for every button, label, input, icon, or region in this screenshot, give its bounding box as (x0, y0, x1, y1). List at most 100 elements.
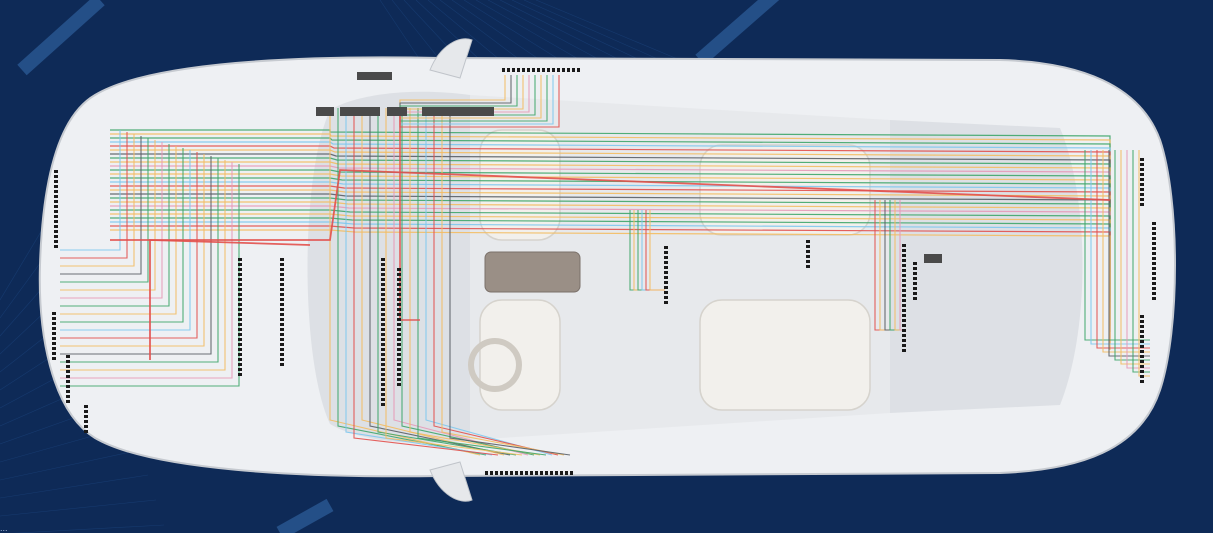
connector-pin (66, 365, 70, 368)
connector-pin (397, 363, 401, 366)
connector-pin (66, 375, 70, 378)
connector-pin (535, 471, 538, 475)
connector-pin (552, 68, 555, 72)
connector-pin (913, 262, 917, 265)
connector-pin (1140, 173, 1144, 176)
rear-drop-wire (1138, 150, 1150, 377)
connector-pin (381, 373, 385, 376)
connector-pin (902, 284, 906, 287)
connector-pin (54, 185, 58, 188)
connector-pin (66, 400, 70, 403)
front-drop-wire (60, 150, 191, 331)
cabin-vertical-wire (377, 108, 517, 456)
connector-pin (902, 249, 906, 252)
rear-drop-wire (1114, 150, 1150, 361)
connector-pin (902, 289, 906, 292)
front-drop-wire (60, 134, 135, 267)
connector-pin (280, 308, 284, 311)
connector-pin (52, 312, 56, 315)
cabin-vertical-wire (385, 108, 523, 456)
dashboard-trim (484, 251, 581, 293)
connector-pin (397, 353, 401, 356)
mesh-line (463, 0, 561, 61)
connector-pin (1152, 237, 1156, 240)
connector-pin (902, 304, 906, 307)
connector-pin (381, 303, 385, 306)
connector-pin (280, 333, 284, 336)
mid-branch-wire (649, 210, 665, 291)
connector-pin (540, 471, 543, 475)
connector-pin (397, 273, 401, 276)
cabin-vertical-wire (449, 108, 571, 456)
connector-pin (238, 298, 242, 301)
mesh-line (427, 0, 501, 61)
cabin-vertical-wire (369, 108, 511, 456)
connector-pin (238, 373, 242, 376)
steering-wheel (468, 338, 522, 392)
connector-pin (280, 283, 284, 286)
connector-pin (238, 308, 242, 311)
mesh-line (511, 0, 641, 61)
connector-pin (381, 283, 385, 286)
seat (699, 299, 871, 411)
connector-pin (397, 338, 401, 341)
connector-pin (1152, 292, 1156, 295)
mirror-left (429, 38, 473, 79)
connector-pin (664, 251, 668, 254)
connector-pin (502, 68, 505, 72)
connector-pin (1152, 227, 1156, 230)
connector-pin (1140, 320, 1144, 323)
front-drop-wire (60, 132, 128, 259)
connector-pin (664, 261, 668, 264)
connector-pin (397, 308, 401, 311)
ecu-module-rear (924, 254, 942, 263)
connector-pin (1140, 335, 1144, 338)
connector-pin (902, 339, 906, 342)
connector-pin (902, 259, 906, 262)
mesh-line (0, 449, 141, 481)
connector-pin (664, 266, 668, 269)
cabin-vertical-wire (441, 108, 565, 456)
connector-pin (525, 471, 528, 475)
connector-pin (66, 385, 70, 388)
connector-pin (238, 333, 242, 336)
connector-pin (238, 288, 242, 291)
connector-pin (902, 344, 906, 347)
ecu-module (316, 107, 334, 116)
connector-pin (1152, 252, 1156, 255)
connector-pin (238, 283, 242, 286)
connector-pin (1140, 375, 1144, 378)
connector-pin (570, 471, 573, 475)
front-drop-wire (60, 144, 170, 307)
accent-stripe (276, 498, 334, 533)
connector-pin (381, 333, 385, 336)
connector-pin (54, 200, 58, 203)
connector-pin (52, 342, 56, 345)
connector-pin (381, 338, 385, 341)
connector-pin (397, 328, 401, 331)
connector-pin (397, 343, 401, 346)
front-drop-wire (60, 160, 226, 371)
connector-pin (1140, 350, 1144, 353)
cabin-vertical-wire (409, 108, 541, 456)
connector-pin (66, 395, 70, 398)
connector-pin (381, 323, 385, 326)
connector-pin (52, 322, 56, 325)
front-drop-wire (60, 152, 198, 339)
connector-pin (381, 313, 385, 316)
connector-pin (280, 328, 284, 331)
connector-pin (381, 378, 385, 381)
connector-pin (66, 380, 70, 383)
connector-pin (280, 343, 284, 346)
front-drop-wire (60, 162, 233, 379)
connector-pin (238, 353, 242, 356)
connector-pin (560, 471, 563, 475)
connector-pin (664, 296, 668, 299)
connector-pin (1140, 365, 1144, 368)
mesh-line (499, 0, 621, 61)
connector-pin (54, 215, 58, 218)
connector-pin (54, 210, 58, 213)
mesh-line (12, 524, 165, 533)
connector-pin (565, 471, 568, 475)
